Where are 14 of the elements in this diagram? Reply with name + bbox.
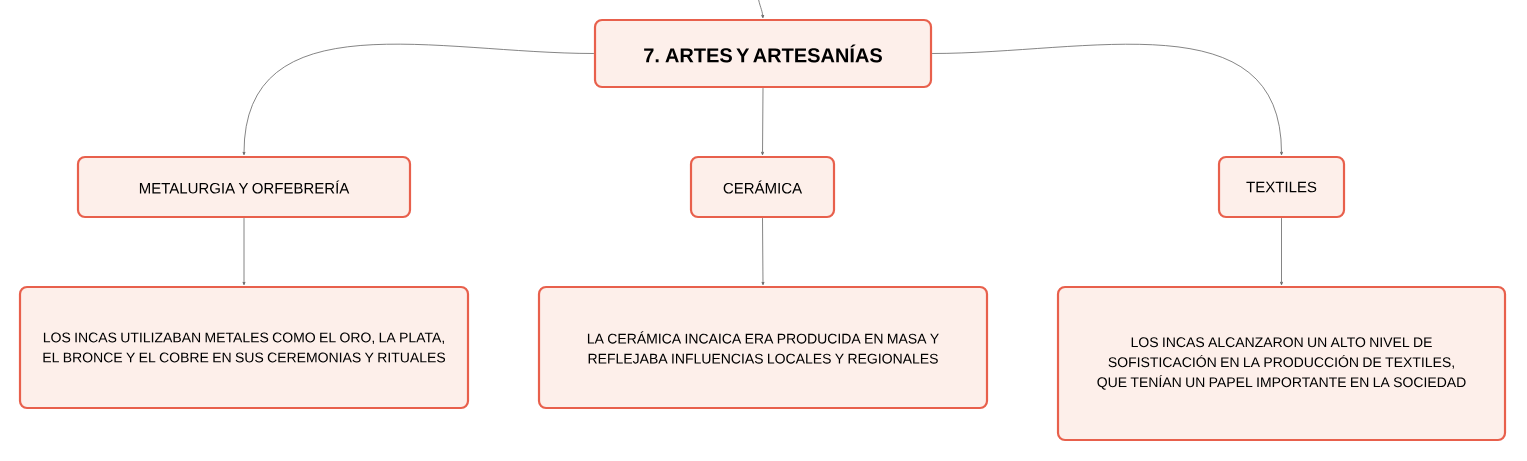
- description-box: LOS INCAS ALCANZARON UN ALTO NIVEL DE SOFISTICACIÓN EN LA PRODUCCIÓN DE TEXTILES, QUE TENÍAN UN PAPEL IMPORTANTE EN LA SOCIEDAD: [1056, 285, 1507, 442]
- description-box: LOS INCAS UTILIZABAN METALES COMO EL ORO, LA PLATA, EL BRONCE Y EL COBRE EN SUS CEREMONIAS Y RITUALES: [18, 285, 470, 410]
- arrow: [242, 43, 595, 156]
- category-box: TEXTILES: [1217, 155, 1346, 219]
- topic-box: 7. ARTES Y ARTESANÍAS: [593, 18, 933, 89]
- arrow: [931, 43, 1283, 156]
- arrow: [1280, 217, 1283, 286]
- description-box: LA CERÁMICA INCAICA ERA PRODUCIDA EN MASA Y REFLEJABA INFLUENCIAS LOCALES Y REGIONALES: [537, 285, 989, 410]
- arrow: [757, 0, 765, 19]
- arrow: [242, 217, 246, 286]
- category-box: METALURGIA Y ORFEBRERÍA: [76, 155, 412, 219]
- arrow: [761, 217, 765, 286]
- category-box: CERÁMICA: [689, 155, 836, 219]
- arrow: [761, 87, 764, 156]
